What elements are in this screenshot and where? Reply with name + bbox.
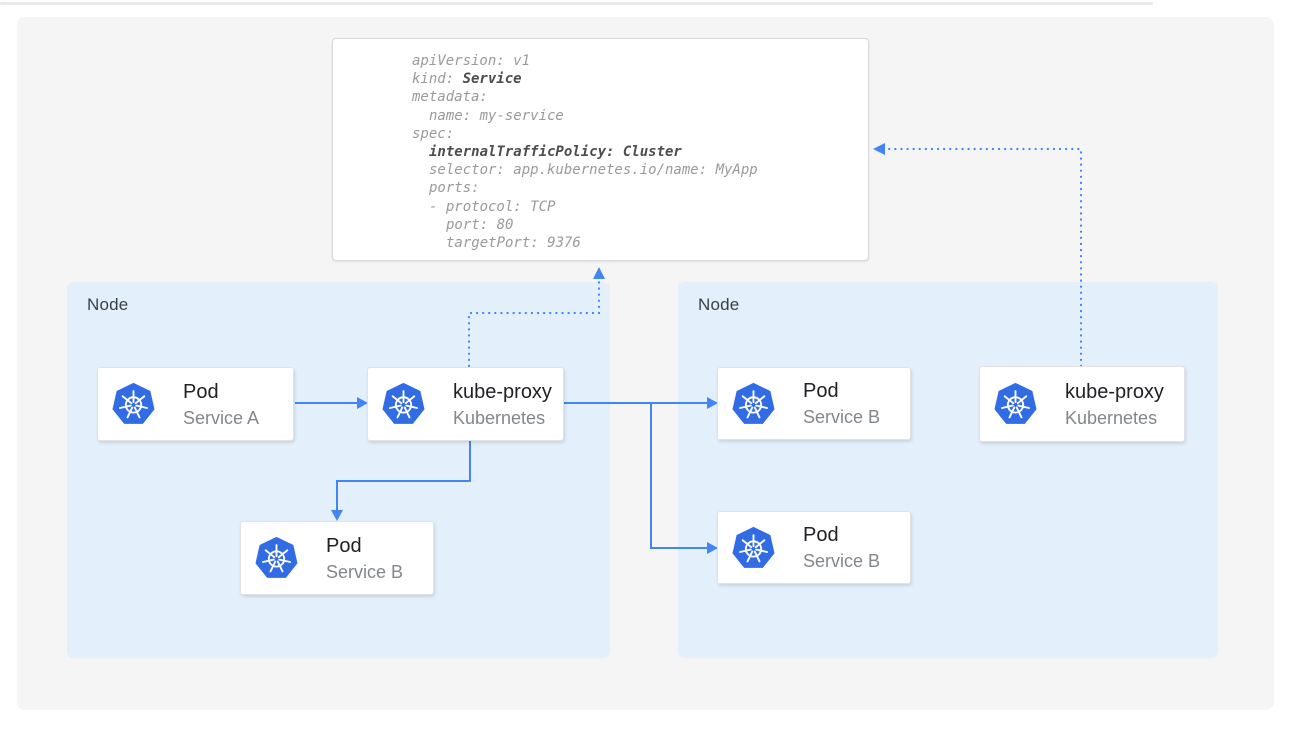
node-left: Node: [67, 282, 610, 658]
arrowhead-pod-b-left: [331, 510, 343, 521]
arrowhead-dotted-yaml-bottom: [593, 267, 605, 279]
card-subtitle: Service A: [183, 407, 260, 428]
yaml-line: spec:: [412, 125, 455, 142]
kubernetes-icon: [254, 535, 299, 581]
yaml-line: name: my-service: [429, 107, 564, 124]
card-pod-service-a: Pod Service A: [97, 367, 294, 441]
yaml-line: - protocol: TCP: [429, 198, 556, 215]
dotted-arrow-kube-proxy-right-to-yaml: [883, 147, 1083, 368]
card-pod-service-b-right-bottom: Pod Service B: [717, 511, 911, 584]
card-subtitle: Kubernetes: [1065, 407, 1158, 428]
arrowhead-pod-b-right-top: [707, 397, 718, 409]
yaml-line: internalTrafficPolicy: Cluster: [429, 144, 682, 161]
kubernetes-icon: [111, 381, 156, 427]
node-left-label: Node: [87, 295, 129, 314]
yaml-line: targetPort: 9376: [446, 235, 581, 252]
card-pod-service-b-left: Pod Service B: [240, 521, 434, 595]
kubernetes-icon: [993, 381, 1038, 427]
yaml-line: metadata:: [412, 89, 488, 106]
dotted-arrow-kube-proxy-left-to-yaml: [467, 277, 601, 368]
yaml-line: selector: app.kubernetes.io/name: MyApp: [429, 162, 758, 179]
card-title: kube-proxy: [453, 380, 552, 403]
yaml-line: port: 80: [446, 216, 514, 233]
yaml-line: apiVersion: v1: [412, 53, 531, 69]
card-title: Pod: [326, 534, 362, 557]
yaml-line: kind: Service: [412, 71, 522, 88]
arrowhead-dotted-yaml-right: [873, 143, 885, 155]
card-title: kube-proxy: [1065, 380, 1164, 403]
arrowhead-pod-b-right-bottom: [707, 542, 718, 554]
card-title: Pod: [183, 380, 219, 403]
card-pod-service-b-right-top: Pod Service B: [717, 367, 911, 440]
card-subtitle: Kubernetes: [453, 407, 546, 428]
kubernetes-icon: [731, 381, 776, 427]
card-kube-proxy-right: kube-proxy Kubernetes: [979, 366, 1185, 442]
card-kube-proxy-left: kube-proxy Kubernetes: [367, 367, 564, 441]
arrowhead-pod-a-to-kube-proxy: [357, 397, 368, 409]
connector-arrows: [295, 143, 1083, 554]
card-subtitle: Service B: [803, 407, 881, 427]
yaml-line: ports:: [429, 180, 480, 197]
card-subtitle: Service B: [803, 551, 881, 571]
card-title: Pod: [803, 524, 839, 546]
arrow-kube-proxy-to-pod-b-right-bottom: [650, 403, 707, 549]
kubernetes-icon: [731, 525, 776, 571]
top-rule: [0, 2, 1153, 5]
kubernetes-icon: [381, 381, 426, 427]
node-right-label: Node: [698, 295, 740, 314]
card-title: Pod: [803, 380, 839, 402]
node-right: Node: [678, 282, 1218, 658]
arrow-kube-proxy-to-pod-b-left: [336, 441, 471, 510]
card-subtitle: Service B: [326, 561, 404, 582]
